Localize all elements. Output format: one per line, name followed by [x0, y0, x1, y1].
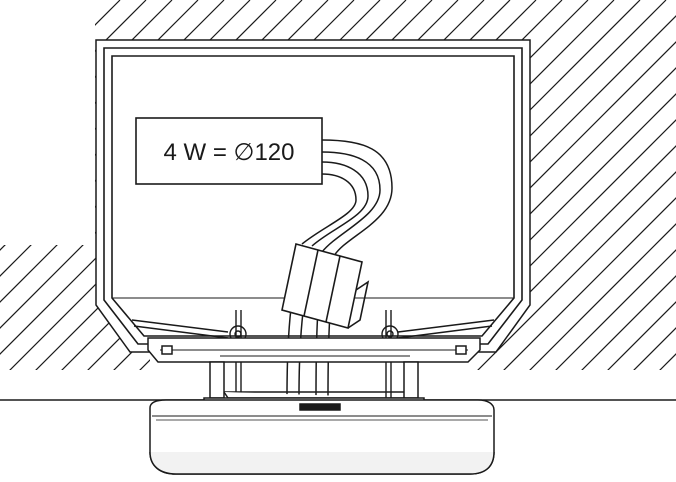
hatch-line	[0, 0, 69, 370]
hatch-line	[313, 0, 676, 370]
power-diameter-label: 4 W = ∅120	[135, 117, 323, 185]
power-diameter-label-text: 4 W = ∅120	[164, 139, 295, 166]
hatch-line	[573, 0, 676, 370]
hatch-line	[0, 0, 43, 370]
hatch-line	[417, 0, 676, 370]
hatch-line	[339, 0, 676, 370]
mounting-ring	[147, 337, 481, 363]
hatch-line	[0, 0, 17, 370]
luminaire-body	[149, 399, 495, 475]
hatch-line	[365, 0, 676, 370]
terminal-connector	[281, 243, 370, 329]
hatch-line	[0, 0, 95, 370]
hatch-line	[521, 0, 676, 370]
hatch-line	[599, 0, 676, 370]
hatch-line	[391, 0, 676, 370]
